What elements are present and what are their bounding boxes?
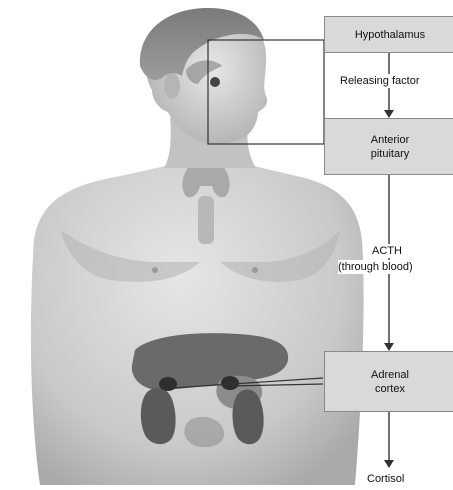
flow-arrow-3-head bbox=[384, 460, 394, 468]
anterior-pituitary-label-line2: pituitary bbox=[371, 147, 410, 161]
adrenal-cortex-label-line2: cortex bbox=[375, 382, 405, 396]
hypothalamus-label: Hypothalamus bbox=[355, 28, 425, 42]
anterior-pituitary-box: Anterior pituitary bbox=[324, 118, 453, 175]
hypothalamus-box: Hypothalamus bbox=[324, 16, 453, 53]
left-adrenal-gland bbox=[159, 377, 177, 391]
acth-label-line1: ACTH bbox=[372, 244, 402, 258]
ear bbox=[164, 73, 180, 99]
cortisol-label: Cortisol bbox=[367, 472, 404, 486]
anterior-pituitary-label-line1: Anterior bbox=[371, 133, 410, 147]
right-adrenal-gland bbox=[221, 376, 239, 390]
flow-arrow-1-head bbox=[384, 110, 394, 118]
releasing-factor-label: Releasing factor bbox=[340, 74, 420, 88]
adrenal-cortex-label-line1: Adrenal bbox=[371, 368, 409, 382]
flow-arrow-2-head bbox=[384, 343, 394, 351]
left-kidney bbox=[141, 388, 176, 444]
adrenal-cortex-box: Adrenal cortex bbox=[324, 351, 453, 412]
trachea bbox=[198, 196, 214, 244]
pituitary-gland bbox=[210, 77, 220, 87]
acth-label-line2: (through blood) bbox=[338, 260, 413, 274]
